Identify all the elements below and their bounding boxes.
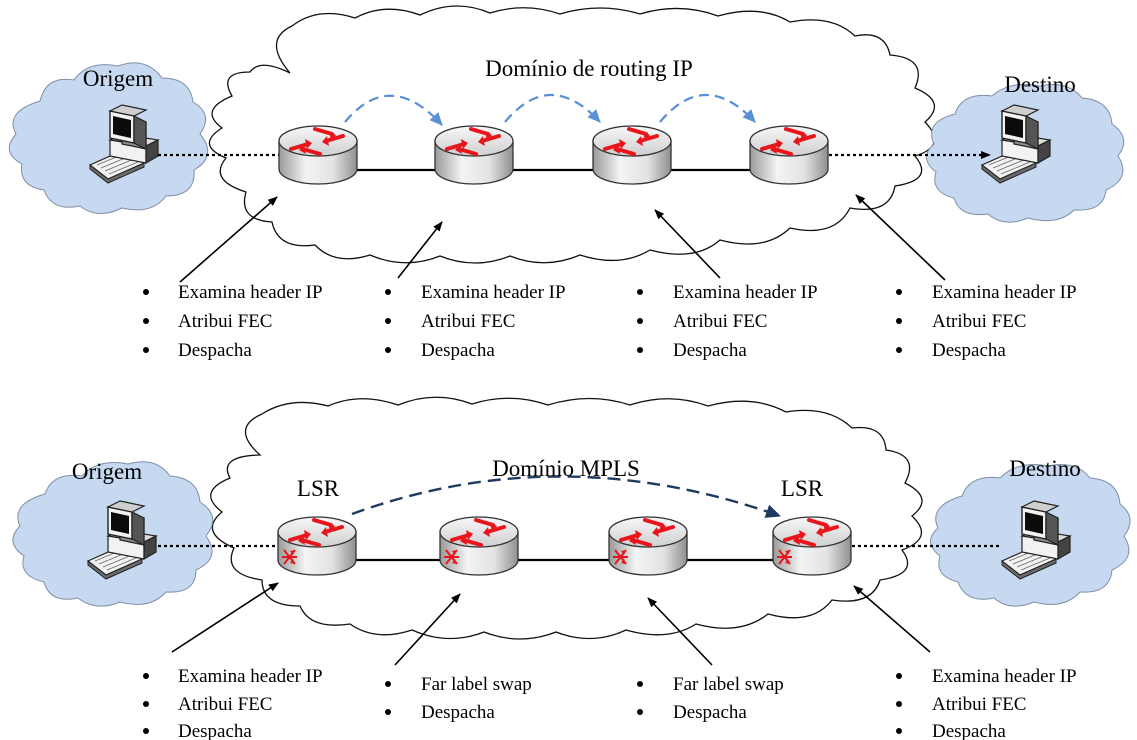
bullet (143, 289, 149, 295)
top-step-list-1: Examina header IP Atribui FEC Despacha (143, 282, 323, 361)
bottom-step-list-1: Examina header IP Atribui FEC Despacha (143, 666, 323, 740)
step-item: Despacha (932, 721, 1006, 740)
bottom-lsr-ingress-label: LSR (297, 476, 340, 501)
bottom-domain-label: Domínio MPLS (492, 456, 640, 481)
bullet (896, 347, 902, 353)
bullet (637, 289, 643, 295)
top-domain-label: Domínio de routing IP (485, 56, 693, 81)
bottom-origin-label: Origem (72, 459, 142, 484)
bullet (896, 289, 902, 295)
top-hop-arrow-2 (504, 93, 601, 123)
step-item: Atribui FEC (178, 694, 272, 715)
step-item: Atribui FEC (178, 311, 272, 332)
bullet (896, 673, 902, 679)
step-item: Examina header IP (932, 282, 1077, 303)
bottom-pointer-1 (171, 582, 279, 653)
step-item: Despacha (421, 702, 495, 723)
top-pointer-4 (855, 194, 946, 281)
bottom-step-list-2: Far label swap Despacha (385, 674, 532, 723)
top-router-2-icon (433, 124, 515, 186)
bullet (143, 728, 149, 734)
bullet (637, 681, 643, 687)
bullet (896, 318, 902, 324)
bottom-router-3-icon (607, 515, 689, 577)
bottom-lsr-egress-label: LSR (781, 476, 824, 501)
top-origin-cloud (8, 62, 209, 214)
bullet (385, 289, 391, 295)
bottom-step-list-3: Far label swap Despacha (637, 674, 784, 723)
top-hop-arrow-3 (659, 93, 756, 123)
step-item: Examina header IP (421, 282, 566, 303)
step-item: Far label swap (421, 674, 532, 695)
step-item: Despacha (178, 340, 252, 361)
bottom-step-list-4: Examina header IP Atribui FEC Despacha (896, 666, 1077, 740)
bottom-lsr-ingress-icon (276, 515, 358, 577)
bullet (896, 701, 902, 707)
top-step-list-2: Examina header IP Atribui FEC Despacha (385, 282, 566, 361)
bullet (385, 318, 391, 324)
top-diagram: Domínio de routing IP Origem Destino Exa… (8, 5, 1125, 361)
bottom-pointer-3 (647, 597, 713, 666)
bottom-router-2-icon (438, 515, 520, 577)
top-pointer-3 (654, 209, 721, 279)
step-item: Atribui FEC (421, 311, 515, 332)
step-item: Atribui FEC (673, 311, 767, 332)
top-origin-label: Origem (83, 66, 153, 91)
step-item: Atribui FEC (932, 694, 1026, 715)
bullet (896, 728, 902, 734)
bullet (385, 347, 391, 353)
bullet (143, 347, 149, 353)
step-item: Despacha (178, 721, 252, 740)
bullet (143, 673, 149, 679)
top-step-list-3: Examina header IP Atribui FEC Despacha (637, 282, 818, 361)
step-item: Despacha (421, 340, 495, 361)
top-domain-cloud (208, 5, 936, 264)
top-router-4-icon (748, 124, 830, 186)
bullet (637, 709, 643, 715)
bullet (637, 347, 643, 353)
top-pointer-1 (179, 196, 278, 283)
step-item: Examina header IP (932, 666, 1077, 687)
top-router-3-icon (591, 124, 673, 186)
bottom-destination-label: Destino (1009, 456, 1081, 481)
step-item: Despacha (673, 702, 747, 723)
bottom-diagram: Domínio MPLS Origem Destino LSR LSR Exam… (12, 396, 1131, 740)
bottom-domain-cloud (210, 396, 923, 640)
bullet (143, 701, 149, 707)
bullet (637, 318, 643, 324)
bottom-pointer-2 (394, 593, 461, 666)
bullet (143, 318, 149, 324)
step-item: Examina header IP (673, 282, 818, 303)
bullet (385, 681, 391, 687)
bullet (385, 709, 391, 715)
top-hop-arrow-1 (344, 94, 443, 126)
step-item: Despacha (932, 340, 1006, 361)
bottom-lsr-egress-icon (771, 515, 853, 577)
step-item: Far label swap (673, 674, 784, 695)
top-router-1-icon (277, 124, 359, 186)
top-pointer-2 (397, 221, 443, 279)
step-item: Examina header IP (178, 282, 323, 303)
top-step-list-4: Examina header IP Atribui FEC Despacha (896, 282, 1077, 361)
bottom-pointer-4 (853, 585, 931, 653)
top-destination-label: Destino (1004, 72, 1076, 97)
step-item: Examina header IP (178, 666, 323, 687)
step-item: Despacha (673, 340, 747, 361)
step-item: Atribui FEC (932, 311, 1026, 332)
